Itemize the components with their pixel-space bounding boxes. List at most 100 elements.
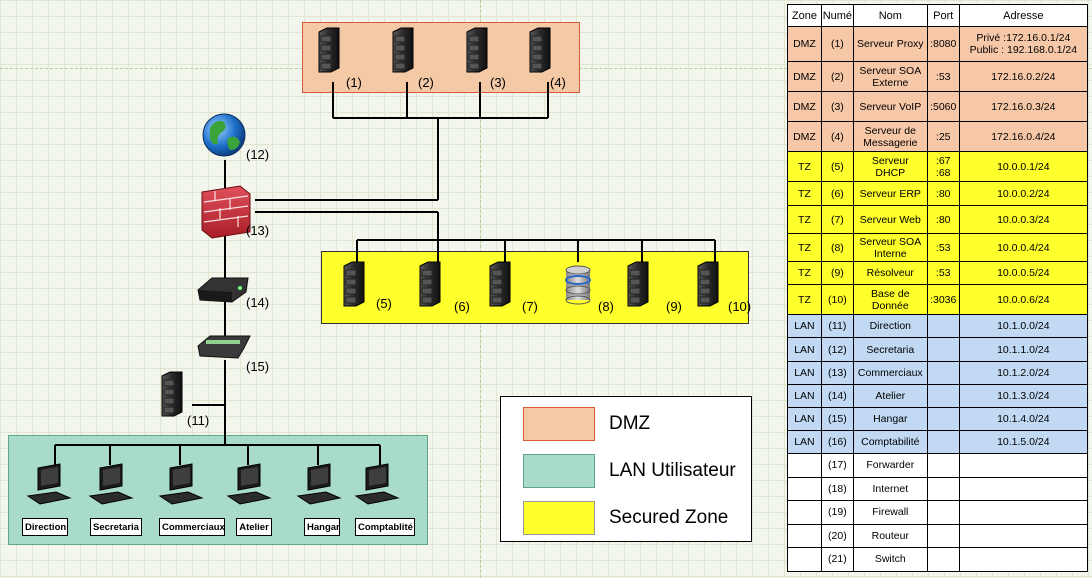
table-cell-adresse: 10.0.0.3/24 xyxy=(958,205,1089,234)
table-cell-adresse: 10.1.1.0/24 xyxy=(958,337,1089,362)
table-cell-zone: TZ xyxy=(787,181,822,206)
table-cell-nom: Comptabilité xyxy=(852,430,928,454)
table-cell-port: :53 xyxy=(926,261,960,285)
internet-globe-icon xyxy=(202,113,246,157)
dmz-server-label: (3) xyxy=(490,75,506,90)
table-cell-nom: Atelier xyxy=(852,384,928,408)
workstation-icon xyxy=(88,463,134,505)
table-cell-port xyxy=(926,337,960,362)
table-cell-nom: Serveur Web xyxy=(852,205,928,234)
pc-label: Comptablité xyxy=(355,518,415,536)
table-cell-zone xyxy=(787,547,822,572)
table-cell-adresse: 10.0.0.4/24 xyxy=(958,233,1089,262)
table-cell-nom: Serveur Proxy xyxy=(852,26,928,62)
table-cell-zone xyxy=(787,453,822,478)
dmz-server-icon xyxy=(466,27,488,73)
table-cell-zone: TZ xyxy=(787,151,822,182)
table-cell-port: :53 xyxy=(926,61,960,92)
legend: DMZ LAN Utilisateur Secured Zone xyxy=(500,396,752,542)
pc-label: Atelier xyxy=(236,518,272,536)
workstation-icon xyxy=(158,463,204,505)
table-cell-adresse xyxy=(958,453,1089,478)
table-cell-zone: DMZ xyxy=(787,121,822,152)
table-cell-adresse: 172.16.0.4/24 xyxy=(958,121,1089,152)
table-cell-nom: Direction xyxy=(852,314,928,338)
table-header: Port xyxy=(926,4,960,27)
table-cell-nom: Serveur de Messagerie xyxy=(852,121,928,152)
workstation-icon xyxy=(296,463,342,505)
table-cell-num: (9) xyxy=(820,261,854,285)
table-cell-zone: LAN xyxy=(787,430,822,454)
table-header: Zone xyxy=(787,4,822,27)
table-cell-num: (6) xyxy=(820,181,854,206)
table-cell-port xyxy=(926,407,960,431)
table-cell-port: :80 xyxy=(926,181,960,206)
firewall-icon xyxy=(201,185,251,239)
table-cell-nom: Hangar xyxy=(852,407,928,431)
lan-server-icon xyxy=(161,371,183,417)
table-cell-zone xyxy=(787,476,822,501)
table-cell-num: (3) xyxy=(820,91,854,122)
secured-server-icon xyxy=(343,261,365,307)
table-cell-adresse: 10.1.3.0/24 xyxy=(958,384,1089,408)
table-cell-port xyxy=(926,476,960,501)
table-cell-zone: LAN xyxy=(787,337,822,362)
table-header: Adresse xyxy=(958,4,1089,27)
table-cell-nom: Forwarder xyxy=(852,453,928,478)
table-cell-nom: Résolveur xyxy=(852,261,928,285)
pc-label: Commerciaux xyxy=(159,518,225,536)
secured-server-icon xyxy=(627,261,649,307)
table-cell-nom: Routeur xyxy=(852,523,928,548)
table-cell-num: (1) xyxy=(820,26,854,62)
table-cell-nom: Commerciaux xyxy=(852,361,928,385)
table-cell-num: (12) xyxy=(820,337,854,362)
table-cell-nom: Internet xyxy=(852,476,928,501)
switch-icon xyxy=(197,335,251,359)
table-cell-adresse xyxy=(958,547,1089,572)
table-cell-adresse xyxy=(958,500,1089,525)
table-cell-nom: Firewall xyxy=(852,500,928,525)
table-cell-zone: TZ xyxy=(787,233,822,262)
table-cell-num: (4) xyxy=(820,121,854,152)
dmz-server-icon xyxy=(529,27,551,73)
pc-label: Direction xyxy=(22,518,68,536)
table-cell-port xyxy=(926,314,960,338)
table-cell-nom: Serveur SOA Externe xyxy=(852,61,928,92)
table-cell-zone xyxy=(787,500,822,525)
legend-label-dmz: DMZ xyxy=(609,413,651,434)
table-cell-port xyxy=(926,523,960,548)
table-cell-num: (19) xyxy=(820,500,854,525)
table-cell-port: :8080 xyxy=(926,26,960,62)
legend-label-secured: Secured Zone xyxy=(609,507,729,528)
address-table: Zone Numé Nom Port Adresse DMZ(1)Serveur… xyxy=(787,4,1089,572)
table-row: (17)Forwarder xyxy=(787,453,1089,478)
table-row: (18)Internet xyxy=(787,476,1089,501)
secured-server-label: (6) xyxy=(454,299,470,314)
table-header: Nom xyxy=(852,4,928,27)
workstation-icon xyxy=(26,463,72,505)
table-cell-num: (16) xyxy=(820,430,854,454)
table-row: (21)Switch xyxy=(787,547,1089,572)
router-label: (14) xyxy=(246,295,270,310)
table-cell-port: :3036 xyxy=(926,284,960,315)
table-cell-adresse xyxy=(958,476,1089,501)
table-cell-adresse: 172.16.0.3/24 xyxy=(958,91,1089,122)
internet-label: (12) xyxy=(246,147,270,162)
table-cell-num: (5) xyxy=(820,151,854,182)
connection-lines xyxy=(54,82,716,465)
table-cell-zone: LAN xyxy=(787,384,822,408)
table-cell-port: :53 xyxy=(926,233,960,262)
table-cell-adresse: 10.0.0.1/24 xyxy=(958,151,1089,182)
legend-swatch-lan xyxy=(523,454,595,488)
dmz-server-icon xyxy=(318,27,340,73)
table-cell-num: (21) xyxy=(820,547,854,572)
